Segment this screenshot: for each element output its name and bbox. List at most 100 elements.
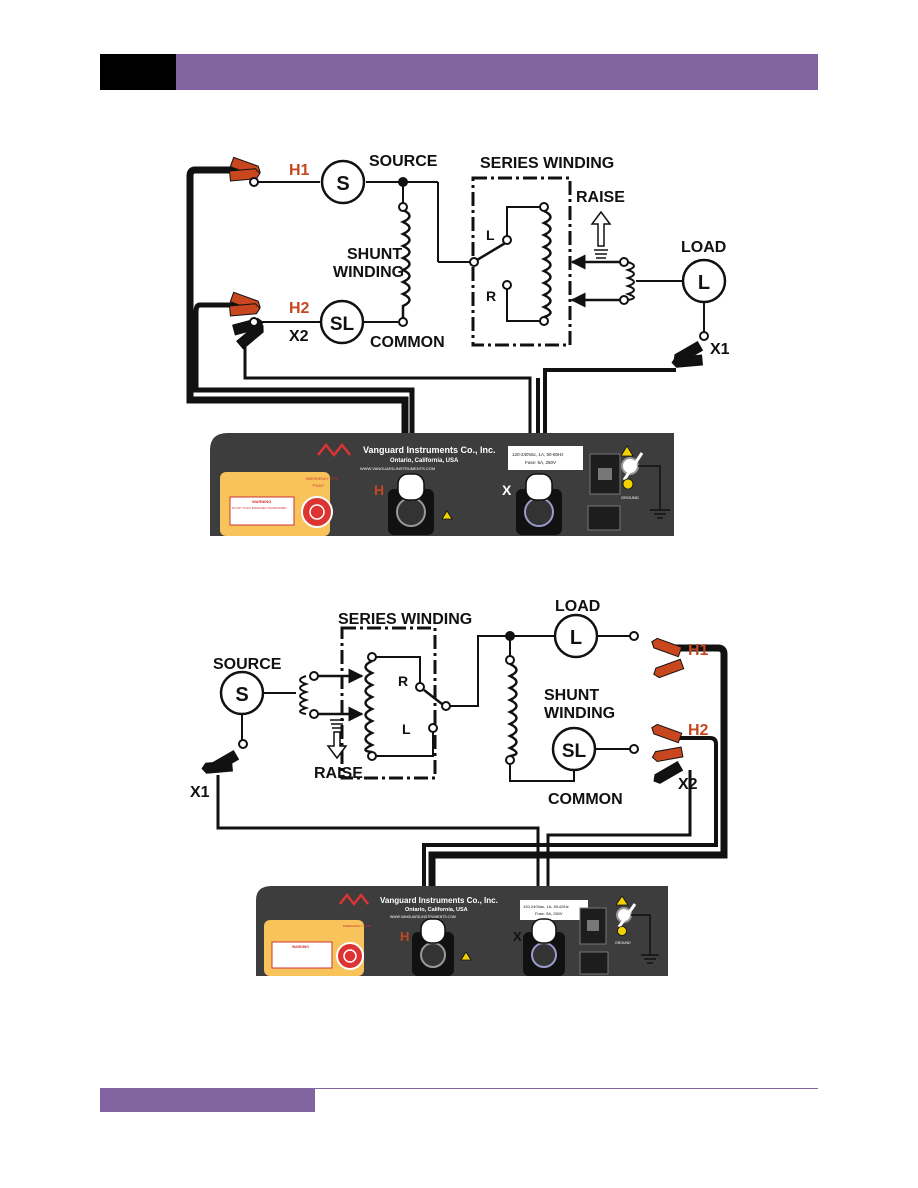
- raise-arrow-2: [326, 731, 348, 760]
- source-meter-label: S: [336, 173, 349, 195]
- vanguard-logo: [317, 442, 351, 458]
- shunt-coil-2: [507, 662, 518, 758]
- diagram-1: S SL L R L H1 H2 X2 X1: [186, 153, 730, 536]
- winding-label: WINDING: [333, 264, 404, 281]
- shunt-label: SHUNT: [347, 246, 402, 263]
- series-winding-box-2: [340, 626, 437, 780]
- series-winding-label-2: SERIES WINDING: [338, 611, 472, 628]
- x2-label: X2: [289, 328, 309, 345]
- rating-label-2: [520, 900, 588, 920]
- load-meter-label-2: L: [570, 627, 582, 649]
- company-location: Ontario, California, USA: [390, 458, 459, 464]
- x1-cable-2: [216, 775, 540, 925]
- ground-label: GROUND: [621, 495, 639, 500]
- r-tap-label: R: [486, 288, 496, 304]
- x1-label-2: X1: [190, 784, 210, 801]
- sl-meter-label: SL: [330, 314, 355, 335]
- x-port-label-2: X: [513, 929, 522, 944]
- h1-clip-bottom-2: [651, 658, 685, 680]
- company-name-2: Vanguard Instruments Co., Inc.: [380, 896, 498, 905]
- load-label-2: LOAD: [555, 598, 600, 615]
- x1-clip-bottom-2: [201, 760, 233, 775]
- common-label-2: COMMON: [548, 791, 623, 808]
- company-website: WWW.VANGUARD-INSTRUMENTS.COM: [360, 466, 435, 471]
- ground-icon: [622, 478, 634, 490]
- l-tap-label-2: L: [402, 721, 411, 737]
- raise-label: RAISE: [576, 189, 625, 206]
- warning-title: WARNING: [252, 499, 271, 504]
- x2-cable-2: [546, 770, 692, 925]
- rating-label: [508, 446, 583, 470]
- h2-cable: [193, 302, 415, 460]
- header-tab: [100, 54, 176, 90]
- fuse-text-2: Fuse: 5A, 250V: [535, 911, 563, 916]
- power-switch[interactable]: [587, 505, 621, 531]
- h2-label: H2: [289, 300, 310, 317]
- warning-text: DO NOT TOUCH ENERGIZED TRANSFORMER: [232, 507, 287, 510]
- company-name: Vanguard Instruments Co., Inc.: [363, 445, 496, 455]
- load-meter-label: L: [698, 272, 710, 294]
- fuse-text: Fuse: 5A, 250V: [525, 460, 556, 465]
- h1-cable-2: [428, 644, 728, 920]
- header-bar: [100, 54, 818, 90]
- instrument-panel-1: Vanguard Instruments Co., Inc. Ontario, …: [210, 433, 674, 536]
- series-winding-label: SERIES WINDING: [480, 155, 614, 172]
- footer-bar: [100, 1088, 315, 1112]
- company-website-2: WWW.VANGUARD-INSTRUMENTS.COM: [390, 915, 456, 919]
- h1-cable: [186, 166, 409, 460]
- series-coil-2: [364, 659, 375, 754]
- power-inlet-2[interactable]: [579, 907, 607, 945]
- load-label: LOAD: [681, 239, 726, 256]
- warning-triangle-icon: [441, 510, 453, 520]
- emergency-stop-label: EMERGENCY STOP: [306, 477, 340, 481]
- diagram-2: S R L L SL: [190, 598, 728, 976]
- sl-meter: [319, 299, 365, 345]
- x2-label-2: X2: [678, 776, 698, 793]
- shunt-label-2: SHUNT: [544, 687, 599, 704]
- ground-icon-2: [617, 926, 627, 936]
- h-port-label-2: H: [400, 929, 409, 944]
- source-meter: [320, 159, 366, 205]
- emergency-stop-button[interactable]: [301, 496, 333, 528]
- caution-icon-2: [615, 895, 629, 906]
- vanguard-logo-2: [339, 892, 369, 907]
- company-location-2: Ontario, California, USA: [405, 907, 468, 913]
- source-meter-label-2: S: [235, 684, 248, 706]
- h1-clip-top-2: [649, 636, 683, 658]
- raise-label-2: RAISE: [314, 765, 363, 782]
- common-label: COMMON: [370, 334, 445, 351]
- h1-label-2: H1: [688, 642, 709, 659]
- x-port-label: X: [502, 482, 512, 498]
- push-label: "PUSH": [312, 484, 325, 488]
- ground-label-2: GROUND: [615, 941, 631, 945]
- h2-clip-top-2: [649, 722, 683, 744]
- rating-text: 120-240Vac, 1A, 50-60Hz: [512, 452, 564, 457]
- x1-clip-bottom: [671, 354, 703, 369]
- h2-cable-2: [422, 736, 718, 920]
- h-port-label: H: [374, 482, 384, 498]
- raise-arrow: [590, 210, 612, 247]
- instrument-panel-2: Vanguard Instruments Co., Inc. Ontario, …: [256, 886, 668, 976]
- caution-icon: [620, 445, 634, 457]
- h2-clip-bottom-2: [651, 746, 684, 763]
- warning-triangle-icon-2: [460, 951, 472, 961]
- source-label: SOURCE: [369, 153, 438, 170]
- power-switch-2[interactable]: [579, 951, 609, 975]
- r-tap-label-2: R: [398, 673, 408, 689]
- series-coil: [541, 209, 552, 319]
- source-label-2: SOURCE: [213, 656, 282, 673]
- emergency-stop-button-2[interactable]: [336, 942, 364, 970]
- l-tap-label: L: [486, 227, 495, 243]
- shunt-coil: [400, 208, 411, 318]
- h2-clip-bottom: [229, 302, 261, 317]
- h1-label: H1: [289, 162, 310, 179]
- warning-title-2: WARNING: [292, 945, 309, 949]
- emergency-stop-label-2: EMERGENCY STOP: [343, 924, 371, 928]
- h2-label-2: H2: [688, 722, 709, 739]
- winding-label-2: WINDING: [544, 705, 615, 722]
- footer-rule: [315, 1088, 818, 1089]
- x2-cable: [243, 345, 532, 465]
- rating-text-2: 120-240Vac, 1A, 50-60Hz: [523, 904, 569, 909]
- sl-meter-label-2: SL: [562, 741, 587, 762]
